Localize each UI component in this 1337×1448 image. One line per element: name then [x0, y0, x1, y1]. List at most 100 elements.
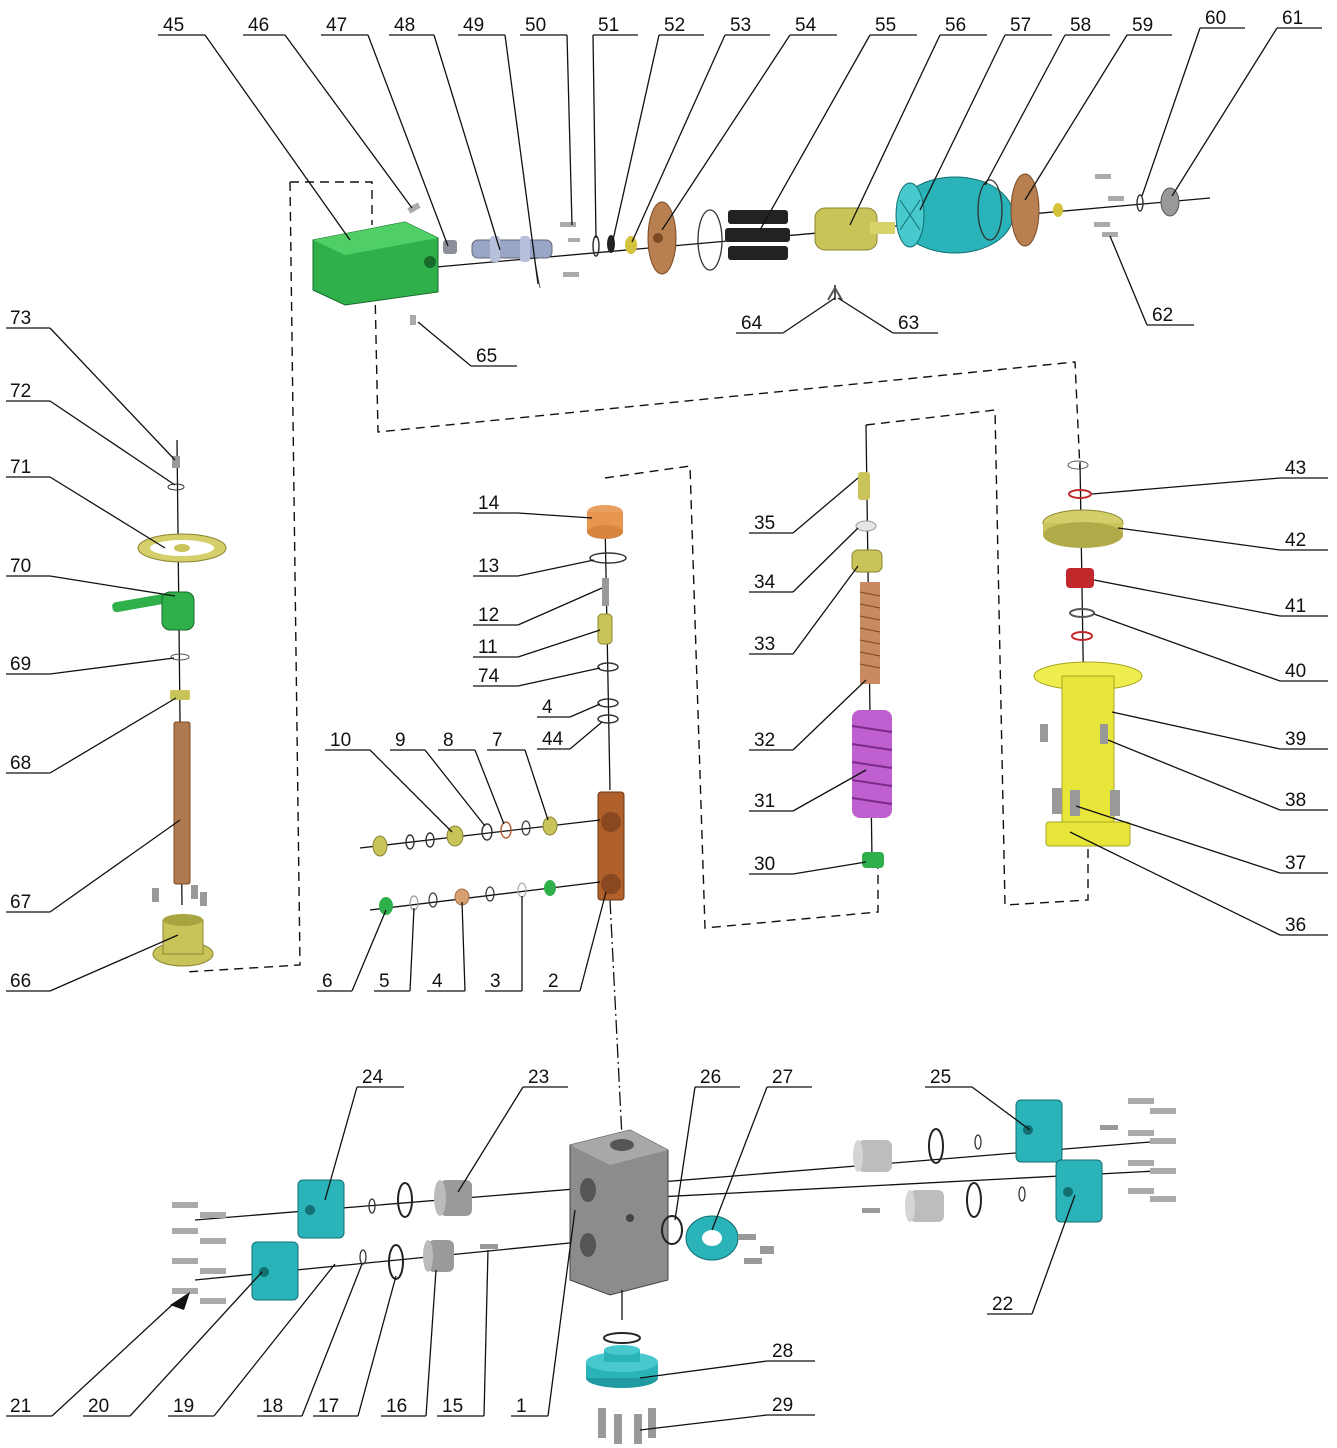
- part-53-nut: [625, 236, 637, 254]
- svg-text:73: 73: [10, 308, 31, 329]
- svg-text:46: 46: [248, 15, 269, 36]
- part-72-washer: [167, 483, 185, 491]
- label-22: 22: [987, 1194, 1076, 1315]
- label-49: 49: [458, 15, 539, 285]
- part-59-end-cap: [1010, 173, 1063, 247]
- svg-text:74: 74: [478, 666, 500, 687]
- part-47-plug: [443, 240, 457, 254]
- svg-text:32: 32: [754, 730, 775, 751]
- label-32: 32: [749, 679, 867, 751]
- label-63: 63: [837, 297, 938, 334]
- svg-text:51: 51: [598, 15, 619, 36]
- svg-text:31: 31: [754, 791, 775, 812]
- part-67-stem: [173, 721, 191, 885]
- label-67: 67: [6, 819, 181, 913]
- part-73-pin: [172, 456, 180, 468]
- part-14-cap: [587, 505, 623, 539]
- part-45-green-housing: [312, 221, 439, 306]
- svg-text:20: 20: [88, 1396, 109, 1417]
- label-62: 62: [1109, 235, 1194, 326]
- part-23-piston: [434, 1180, 472, 1216]
- label-19: 19: [168, 1263, 336, 1417]
- svg-text:70: 70: [10, 556, 31, 577]
- label-46: 46: [243, 15, 413, 209]
- svg-text:65: 65: [476, 346, 497, 367]
- part-16-piston: [423, 1240, 454, 1272]
- part-9-ring: [481, 823, 493, 841]
- part-40-washer: [1069, 608, 1095, 618]
- svg-text:10: 10: [330, 730, 351, 751]
- label-64: 64: [736, 297, 836, 334]
- part-11-plunger: [597, 613, 613, 645]
- svg-text:18: 18: [262, 1396, 283, 1417]
- label-38: 38: [1107, 739, 1328, 811]
- part-18-ring: [359, 1249, 367, 1265]
- label-5: 5: [374, 907, 415, 992]
- label-53: 53: [631, 15, 770, 243]
- svg-text:55: 55: [875, 15, 896, 36]
- part-30-seat: [862, 852, 884, 868]
- svg-text:45: 45: [163, 15, 184, 36]
- label-6: 6: [317, 909, 387, 992]
- label-73: 73: [6, 308, 176, 461]
- label-65: 65: [417, 321, 517, 367]
- label-57: 57: [919, 15, 1052, 211]
- part-36-yoke: [1033, 661, 1143, 847]
- part-69-washer: [170, 653, 190, 661]
- label-16: 16: [381, 1269, 437, 1417]
- part-4-ring-top: [597, 698, 619, 708]
- part-22-end-cap: [1055, 1159, 1103, 1223]
- right-assembly: [1033, 460, 1143, 847]
- label-43: 43: [1091, 458, 1328, 495]
- connection-lines: [184, 181, 1089, 1139]
- label-27: 27: [711, 1067, 812, 1231]
- right-piston-upper: [853, 1140, 892, 1172]
- label-48: 48: [389, 15, 501, 251]
- label-74: 74: [473, 666, 601, 687]
- part-2-body: [597, 791, 625, 901]
- svg-text:37: 37: [1285, 853, 1306, 874]
- part-28-bottom-cap: [586, 1345, 658, 1388]
- label-37: 37: [1075, 805, 1328, 874]
- label-47: 47: [321, 15, 449, 247]
- label-25: 25: [925, 1067, 1031, 1131]
- svg-text:24: 24: [362, 1067, 384, 1088]
- label-14: 14: [473, 493, 593, 519]
- label-15: 15: [437, 1249, 489, 1417]
- part-61-cap: [1160, 187, 1180, 217]
- svg-text:19: 19: [173, 1396, 194, 1417]
- svg-text:43: 43: [1285, 458, 1306, 479]
- part-55-rotor-vanes: [725, 210, 790, 260]
- svg-text:4: 4: [542, 697, 553, 718]
- part-27-flange: [685, 1215, 739, 1261]
- center-assembly: [359, 505, 627, 915]
- svg-text:57: 57: [1010, 15, 1031, 36]
- svg-text:23: 23: [528, 1067, 549, 1088]
- label-34: 34: [749, 527, 859, 593]
- part-29-bolts: [598, 1408, 656, 1444]
- part-1-main-body: [569, 1129, 669, 1296]
- svg-text:42: 42: [1285, 530, 1306, 551]
- part-71-handwheel: [137, 533, 227, 563]
- svg-text:7: 7: [492, 730, 503, 751]
- label-18: 18: [257, 1263, 363, 1417]
- part-labels: 45 46 47 48 49 50 51 52 53 54 55 56 57 5…: [6, 8, 1328, 1431]
- svg-text:4: 4: [432, 971, 443, 992]
- svg-text:25: 25: [930, 1067, 951, 1088]
- part-24-end-cap: [297, 1179, 345, 1239]
- svg-text:38: 38: [1285, 790, 1306, 811]
- part-42-handwheel: [1042, 509, 1124, 548]
- part-50-screws: [560, 222, 576, 227]
- svg-text:28: 28: [772, 1341, 793, 1362]
- label-4: 4: [427, 901, 466, 992]
- label-60: 60: [1141, 8, 1245, 197]
- part-35-screw: [858, 472, 870, 500]
- label-26: 26: [674, 1067, 740, 1221]
- part-58-ring: [977, 179, 1003, 241]
- bottom-assembly: [170, 1098, 1176, 1444]
- part-31-outer-spring: [851, 710, 893, 818]
- svg-text:60: 60: [1205, 8, 1226, 29]
- label-8: 8: [438, 730, 505, 825]
- label-72: 72: [6, 381, 176, 486]
- part-38-screw: [1100, 724, 1108, 744]
